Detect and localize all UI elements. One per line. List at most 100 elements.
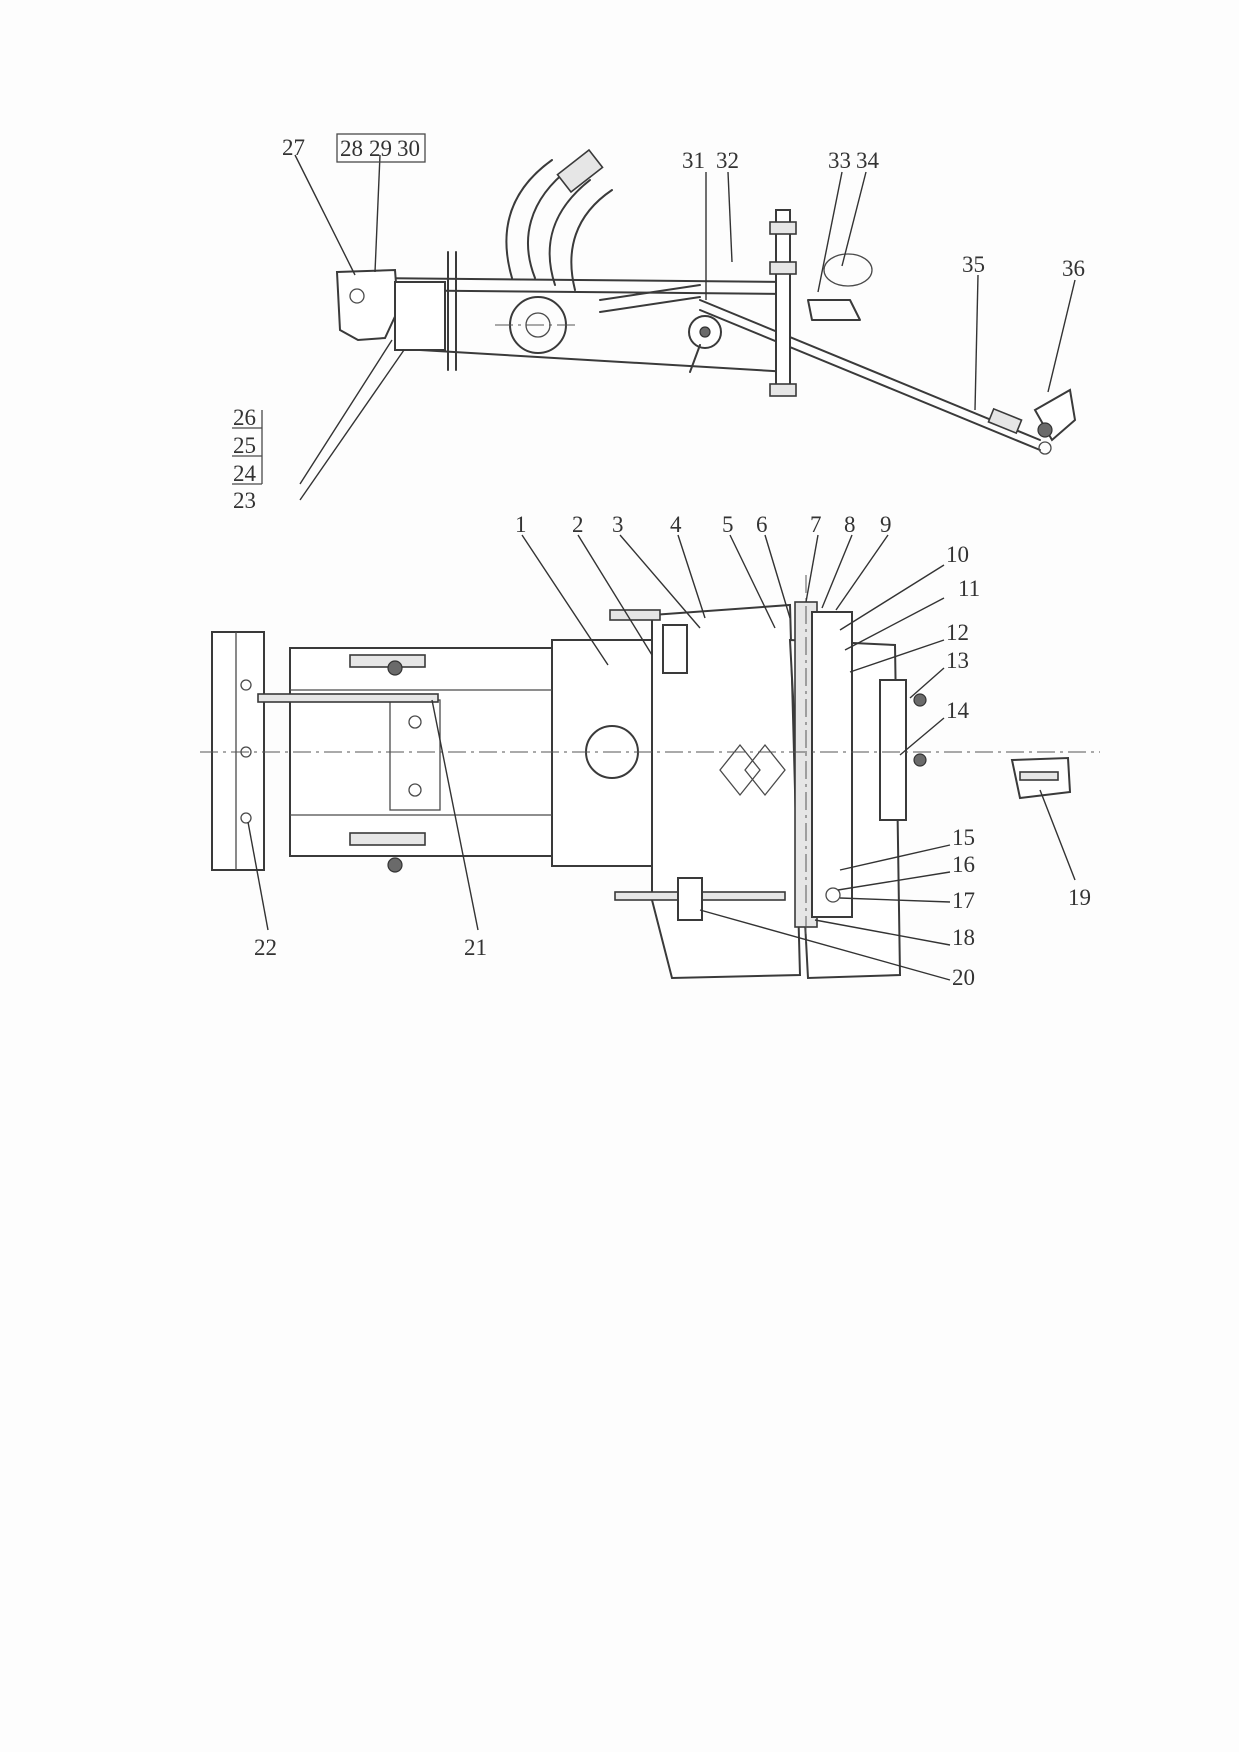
hitch-bracket [335,268,400,342]
link-arm-2 [599,296,701,313]
upper-main-beam [369,277,791,283]
callout-15: 15 [952,825,975,850]
leader-19 [1039,789,1076,881]
leader-15 [839,844,951,871]
vertical-post [775,209,791,389]
label-box-28-30 [336,133,426,163]
post-clamp-mid [769,261,797,275]
upper-view: 27 28 29 30 31 32 33 34 35 36 26 25 24 2… [232,133,1085,513]
callout-1: 1 [515,512,527,537]
callout-27: 27 [282,135,305,160]
leader-33 [817,171,843,293]
callout-11: 11 [958,576,980,601]
callout-33: 33 [828,148,851,173]
bolt-bottom [387,857,403,873]
callout-3: 3 [612,512,624,537]
callout-21: 21 [464,935,487,960]
leader-8 [821,534,853,609]
bracket-bottom [349,832,426,846]
lever-plate [807,299,861,321]
leader-11 [844,597,945,651]
callout-13: 13 [946,648,969,673]
rod-sleeve [987,407,1023,435]
leader-21 [431,699,479,931]
leader-10 [839,564,945,631]
callout-32: 32 [716,148,739,173]
leader-23 [299,349,405,501]
end-bracket-pivot [1038,441,1052,455]
lower-view: 1 2 3 4 5 6 7 8 9 10 11 12 13 14 15 16 1… [200,512,1100,990]
callout-17: 17 [952,888,975,913]
callout-19: 19 [1068,885,1091,910]
leader-17 [839,897,951,903]
upper-handle-grip [662,624,688,674]
leader-3 [619,534,701,629]
leader-16 [837,871,951,891]
flange-bolt-bottom [240,812,252,824]
leader-18 [814,919,951,946]
callout-25: 25 [233,433,256,458]
callout-8: 8 [844,512,856,537]
adjust-rod-top [257,693,439,703]
callout-10: 10 [946,542,969,567]
leader-34 [841,171,867,267]
leader-23-26 [299,339,393,485]
callout-7: 7 [810,512,822,537]
leader-35 [974,274,979,411]
leader-5 [729,534,776,629]
lug-bolt-14 [913,753,927,767]
lower-brace [419,349,791,373]
lug-bolt-13 [913,693,927,707]
leader-20 [699,909,951,981]
crank-arm [689,344,701,373]
left-flange [211,631,265,871]
callout-36: 36 [1062,256,1085,281]
callout-28: 28 [340,136,363,161]
leader-6 [764,534,791,619]
callout-4: 4 [670,512,682,537]
link-arm [599,284,701,301]
callout-18: 18 [952,925,975,950]
callout-29: 29 [369,136,392,161]
curved-tube-outer-2 [505,159,553,279]
leader-2 [577,534,653,656]
hitch-block [394,281,446,351]
end-bracket-pin [1037,422,1053,438]
callout-23: 23 [233,488,256,513]
flange-bolt-top [240,679,252,691]
curved-tube-outer [527,167,571,279]
callout-30: 30 [397,136,420,161]
leader-9 [835,534,889,611]
bolt-top [387,660,403,676]
curved-tube-inner-2 [570,189,613,291]
leader-28-30 [374,154,381,273]
leader-36 [1047,279,1076,393]
leader-13 [909,667,945,699]
leader-4 [677,534,706,619]
bracket-top [349,654,426,668]
callout-22: 22 [254,935,277,960]
crank-pin [699,326,711,338]
slot-hole-top [408,715,422,729]
detail-19-spring [1019,771,1059,781]
callout-31: 31 [682,148,705,173]
callout-9: 9 [880,512,892,537]
callout-16: 16 [952,852,975,877]
hatch-pattern [719,743,786,797]
callout-5: 5 [722,512,734,537]
leader-32 [727,171,733,263]
post-clamp-bottom [769,383,797,397]
tube-coupling [556,148,604,194]
callout-20: 20 [952,965,975,990]
lever-eye [823,253,873,287]
linkage-rod-upper [699,299,1041,441]
callout-34: 34 [856,148,880,173]
upper-handle-bar [609,609,661,621]
pin-16 [825,887,841,903]
linkage-rod-lower [699,309,1041,451]
lower-handle-grip [677,877,703,921]
post-clamp-top [769,221,797,235]
callout-24: 24 [233,461,257,486]
